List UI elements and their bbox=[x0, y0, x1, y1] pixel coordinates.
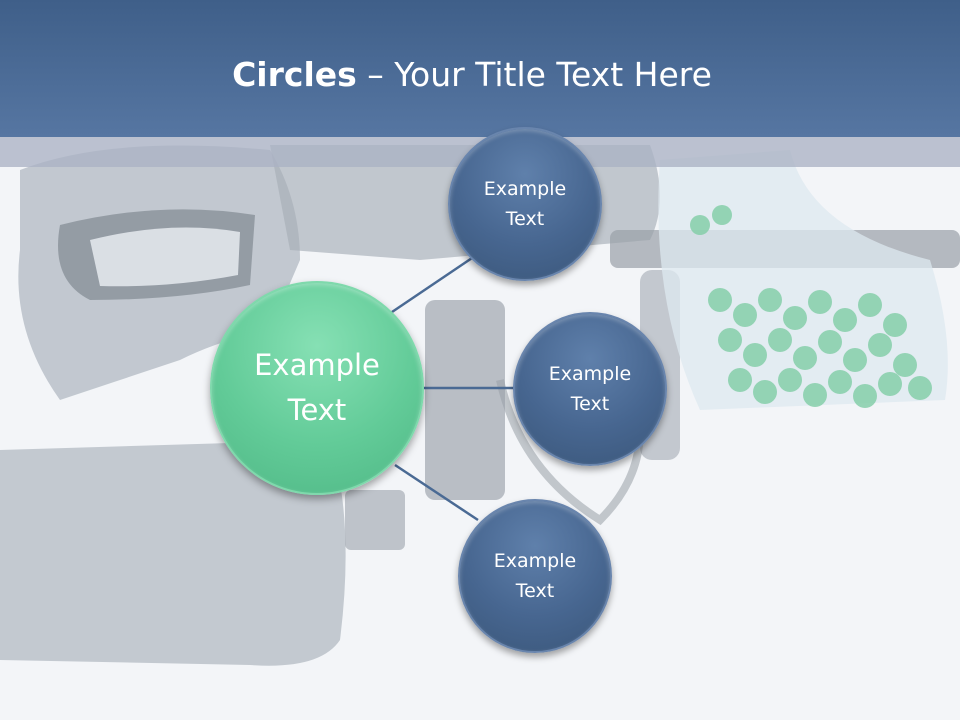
top-circle[interactable]: Example Text bbox=[448, 127, 602, 281]
bottom-circle[interactable]: Example Text bbox=[458, 499, 612, 653]
connector-top bbox=[391, 254, 476, 314]
title-bar bbox=[0, 0, 960, 137]
connector-bottom bbox=[394, 463, 479, 522]
title-rest: – Your Title Text Here bbox=[356, 55, 712, 94]
center-circle[interactable]: Example Text bbox=[210, 281, 424, 495]
title-bold: Circles bbox=[232, 55, 357, 94]
middle-circle-label: Example Text bbox=[548, 363, 632, 415]
slide-title[interactable]: Circles – Your Title Text Here bbox=[0, 52, 944, 98]
top-circle-label: Example Text bbox=[483, 178, 567, 230]
middle-circle[interactable]: Example Text bbox=[513, 312, 667, 466]
center-circle-label: Example Text bbox=[254, 348, 380, 427]
bottom-circle-label: Example Text bbox=[493, 550, 577, 602]
